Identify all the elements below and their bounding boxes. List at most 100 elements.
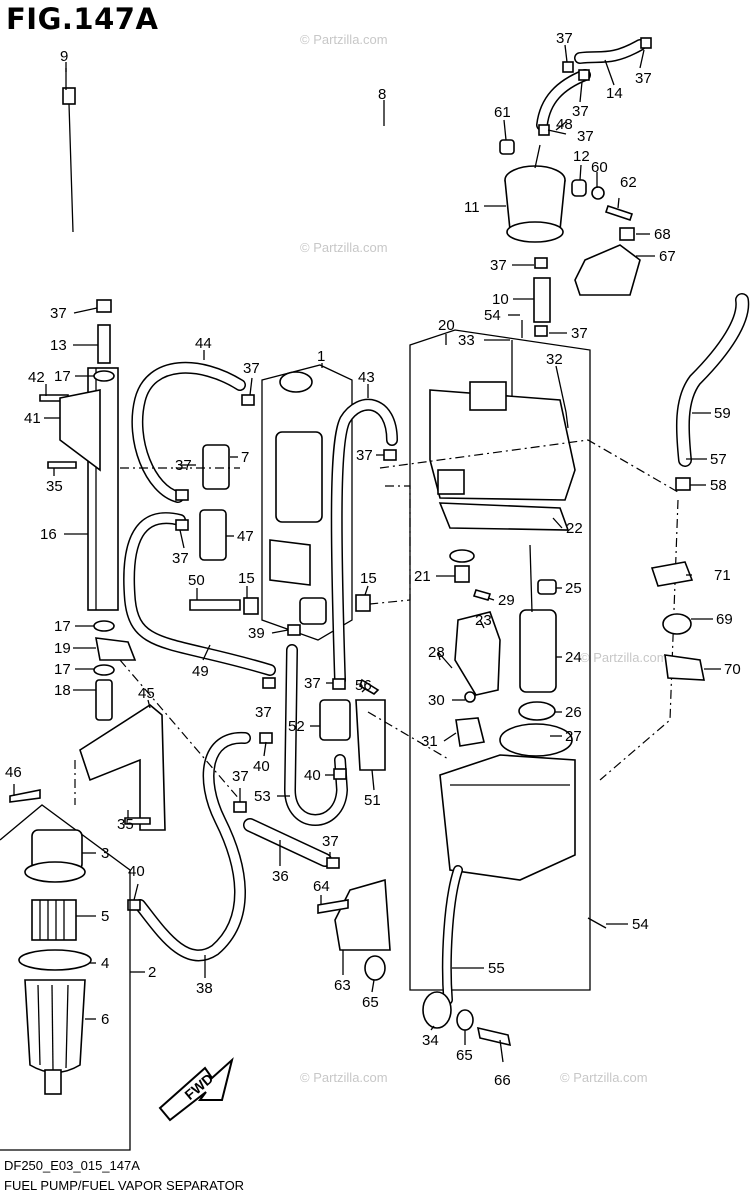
bolt-64 bbox=[317, 899, 349, 914]
fitting-19 bbox=[95, 637, 137, 661]
clamp-37 bbox=[262, 677, 276, 689]
collar-15 bbox=[355, 594, 371, 612]
bracket-41 bbox=[59, 389, 101, 472]
bracket-23 bbox=[454, 611, 501, 696]
hose-8-inner bbox=[95, 65, 557, 305]
clamp-40 bbox=[259, 732, 273, 744]
clamp-37 bbox=[534, 325, 548, 337]
bracket-45 bbox=[79, 704, 166, 831]
assembly-box-20 bbox=[409, 329, 591, 991]
callout-56: 56 bbox=[355, 677, 372, 694]
callout-57: 57 bbox=[710, 451, 727, 468]
callout-65: 65 bbox=[362, 994, 379, 1011]
gasket-22 bbox=[438, 502, 570, 531]
grommet-25 bbox=[537, 579, 557, 595]
callout-6: 6 bbox=[101, 1011, 109, 1028]
callout-15: 15 bbox=[360, 570, 377, 587]
callout-33: 33 bbox=[458, 332, 475, 349]
callout-44: 44 bbox=[195, 335, 212, 352]
seal-21 bbox=[449, 549, 475, 563]
callout-37: 37 bbox=[635, 70, 652, 87]
callout-3: 3 bbox=[101, 845, 109, 862]
watermark: © Partzilla.com bbox=[560, 1070, 648, 1085]
callout-14: 14 bbox=[606, 85, 623, 102]
callout-61: 61 bbox=[494, 104, 511, 121]
callout-67: 67 bbox=[659, 248, 676, 265]
callout-47: 47 bbox=[237, 528, 254, 545]
bolt-35 bbox=[124, 817, 151, 825]
callout-18: 18 bbox=[54, 682, 71, 699]
hose-7 bbox=[202, 444, 230, 490]
callout-16: 16 bbox=[40, 526, 57, 543]
connector-line bbox=[367, 711, 451, 761]
bolt-46 bbox=[9, 789, 41, 803]
filter-26 bbox=[518, 701, 556, 721]
connector-line bbox=[379, 439, 679, 493]
clamp-70 bbox=[664, 654, 705, 681]
callout-24: 24 bbox=[565, 649, 582, 666]
callout-52: 52 bbox=[288, 718, 305, 735]
nut-68 bbox=[619, 227, 635, 241]
fuel-pump-24 bbox=[519, 544, 557, 693]
callout-36: 36 bbox=[272, 868, 289, 885]
callout-5: 5 bbox=[101, 908, 109, 925]
callout-50: 50 bbox=[188, 572, 205, 589]
o-ring-17 bbox=[93, 370, 115, 382]
callout-37: 37 bbox=[50, 305, 67, 322]
clamp-71 bbox=[650, 561, 694, 587]
callout-48: 48 bbox=[556, 116, 573, 133]
callout-1: 1 bbox=[317, 348, 325, 365]
callout-28: 28 bbox=[428, 644, 445, 661]
watermark: © Partzilla.com bbox=[300, 32, 388, 47]
callout-37: 37 bbox=[356, 447, 373, 464]
clamp-58 bbox=[675, 477, 691, 491]
leader-lines bbox=[13, 44, 721, 1063]
figure-title: FIG.147A bbox=[6, 2, 159, 36]
callout-37: 37 bbox=[172, 550, 189, 567]
callout-54: 54 bbox=[632, 916, 649, 933]
callout-37: 37 bbox=[572, 103, 589, 120]
screw-32 bbox=[565, 411, 569, 429]
callout-26: 26 bbox=[565, 704, 582, 721]
watermark: © Partzilla.com bbox=[300, 240, 388, 255]
callout-35: 35 bbox=[46, 478, 63, 495]
hose-8 bbox=[99, 69, 553, 301]
callout-32: 32 bbox=[546, 351, 563, 368]
clamp-37 bbox=[96, 299, 112, 313]
callout-49: 49 bbox=[192, 663, 209, 680]
callout-55: 55 bbox=[488, 960, 505, 977]
callout-37: 37 bbox=[232, 768, 249, 785]
clamp-37 bbox=[332, 678, 346, 690]
screw-30 bbox=[464, 691, 476, 703]
clamp-40 bbox=[333, 768, 347, 780]
fuel-filter-11 bbox=[504, 144, 566, 243]
part-61 bbox=[499, 139, 515, 155]
clamp-37 bbox=[326, 857, 340, 869]
callout-30: 30 bbox=[428, 692, 445, 709]
callout-64: 64 bbox=[313, 878, 330, 895]
callout-37: 37 bbox=[577, 128, 594, 145]
screw-54 bbox=[587, 917, 607, 929]
fitting-18 bbox=[95, 679, 113, 721]
callout-11: 11 bbox=[464, 199, 480, 216]
callout-35: 35 bbox=[117, 816, 134, 833]
callout-19: 19 bbox=[54, 640, 71, 657]
callout-66: 66 bbox=[494, 1072, 511, 1089]
clamp-37 bbox=[640, 37, 652, 49]
callout-37: 37 bbox=[556, 30, 573, 47]
callout-43: 43 bbox=[358, 369, 375, 386]
grommet-65 bbox=[364, 955, 386, 981]
callout-58: 58 bbox=[710, 477, 727, 494]
bolt-66 bbox=[476, 1026, 512, 1047]
bolt-50 bbox=[189, 599, 241, 611]
callout-69: 69 bbox=[716, 611, 733, 628]
callout-62: 62 bbox=[620, 174, 637, 191]
callout-70: 70 bbox=[724, 661, 741, 678]
callout-7: 7 bbox=[241, 449, 249, 466]
callout-10: 10 bbox=[492, 291, 509, 308]
clamp-37 bbox=[578, 69, 590, 81]
hose-10 bbox=[533, 277, 551, 323]
fwd-arrow: FWD bbox=[158, 1057, 234, 1122]
o-ring-17 bbox=[93, 620, 115, 632]
